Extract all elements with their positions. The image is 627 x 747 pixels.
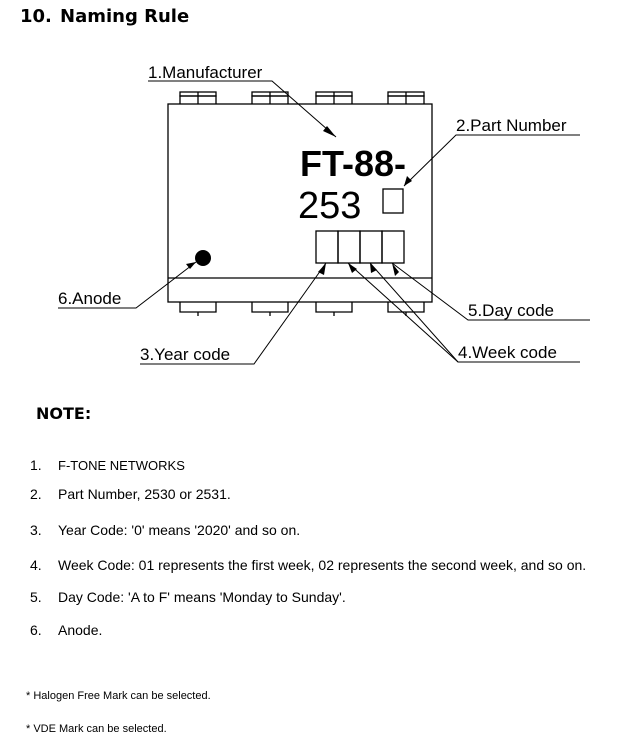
label-anode: 6.Anode (58, 289, 121, 308)
list-item: 1.F-TONE NETWORKS (30, 457, 185, 473)
bottom-pin-3 (315, 302, 353, 316)
leader-year-code (140, 262, 327, 365)
top-pin-1 (179, 92, 217, 104)
package-body (167, 103, 433, 303)
footnote-vde: * VDE Mark can be selected. (26, 723, 167, 735)
bottom-pin-1 (179, 302, 217, 316)
naming-rule-diagram: FT-88- 253 1.Manufacturer 2.Part Number … (58, 63, 590, 365)
list-item: 2.Part Number, 2530 or 2531. (30, 486, 231, 502)
anode-dot (195, 250, 211, 266)
label-manufacturer: 1.Manufacturer (148, 63, 263, 82)
week-code-box-1 (337, 230, 361, 264)
list-item: 6.Anode. (30, 622, 103, 638)
leader-anode (58, 261, 197, 309)
leader-week-code-2 (369, 262, 459, 363)
week-code-box-2 (359, 230, 383, 264)
top-pin-3 (315, 92, 353, 104)
list-item: 5.Day Code: 'A to F' means 'Monday to Su… (30, 589, 346, 605)
label-week-code: 4.Week code (458, 343, 557, 362)
year-code-box (315, 230, 339, 264)
part-number-box (382, 188, 404, 214)
list-item: 4.Week Code: 01 represents the first wee… (30, 557, 587, 573)
section-title: Naming Rule (60, 6, 190, 27)
leader-day-code (391, 262, 590, 321)
bottom-pin-2 (251, 302, 289, 316)
mark-line-1: FT-88- (300, 143, 406, 184)
label-year-code: 3.Year code (140, 345, 230, 364)
footnote-halogen: * Halogen Free Mark can be selected. (26, 690, 211, 702)
label-day-code: 5.Day code (468, 301, 554, 320)
label-part-number: 2.Part Number (456, 116, 567, 135)
list-item: 3.Year Code: '0' means '2020' and so on. (30, 522, 301, 538)
day-code-box (381, 230, 405, 264)
section-number: 10. (20, 6, 52, 27)
mark-line-2: 253 (298, 185, 361, 227)
leader-part-number (403, 134, 580, 187)
top-pin-2 (251, 92, 289, 104)
section-heading: 10. Naming Rule (20, 6, 189, 27)
top-pin-4 (387, 92, 425, 104)
leader-manufacturer (148, 80, 337, 138)
note-title: NOTE: (36, 404, 92, 423)
